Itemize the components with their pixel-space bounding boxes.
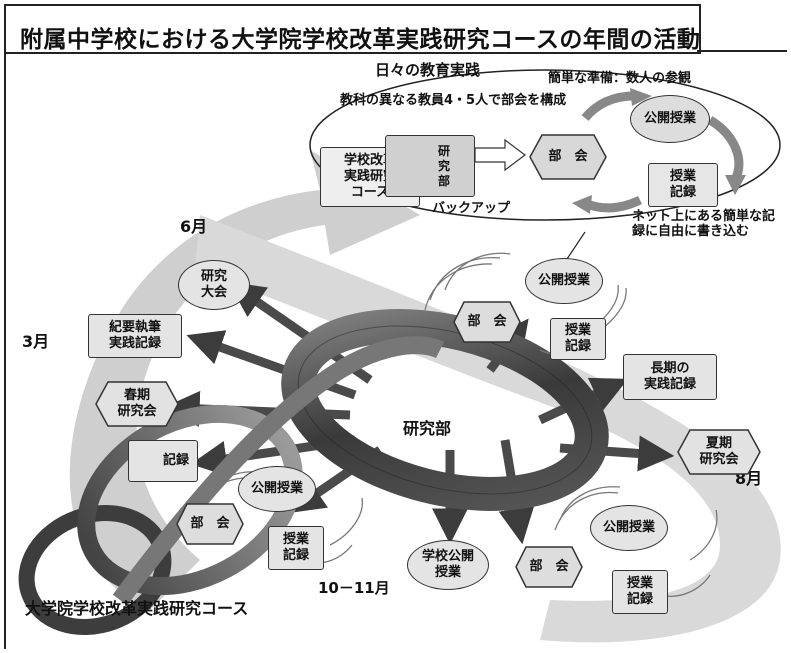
cluster3-bukai-label: 部 会 xyxy=(529,558,569,574)
cluster2-open-class: 公開授業 xyxy=(238,466,316,512)
record-daily: 授業 記録 xyxy=(648,163,718,207)
month-march: 3月 xyxy=(22,332,50,351)
daily-heading: 日々の教育実践 xyxy=(375,61,481,79)
school-open-node: 学校公開 授業 xyxy=(407,540,489,590)
summer-label: 夏期 研究会 xyxy=(699,435,739,467)
course-coil-2 xyxy=(77,404,303,596)
daily-practice-ellipse xyxy=(309,69,781,221)
long-record-node: 長期の 実践記録 xyxy=(623,354,717,400)
bukai-daily: 部 会 xyxy=(528,133,608,181)
committee-note: 教科の異なる教員4・5人で部会を構成 xyxy=(340,93,567,108)
net-note: ネット上にある簡単な記 録に自由に書き込む xyxy=(632,209,776,239)
open-class-daily: 公開授業 xyxy=(630,95,710,143)
bukai-daily-label: 部 会 xyxy=(548,148,588,164)
outer-frame xyxy=(4,50,789,649)
cluster1-open-class: 公開授業 xyxy=(525,258,603,304)
cluster2-bukai: 部 会 xyxy=(175,502,245,546)
conference-node: 研究 大会 xyxy=(178,260,250,310)
cluster3-bukai: 部 会 xyxy=(514,545,584,589)
record-left-node: 記録 xyxy=(128,440,198,482)
cluster3-open-class: 公開授業 xyxy=(590,505,668,551)
title-box: 附属中学校における大学院学校改革実践研究コースの年間の活動 xyxy=(4,4,701,54)
summer-node: 夏期 研究会 xyxy=(676,428,762,476)
backup-label: バックアップ xyxy=(432,201,511,216)
course-label: 大学院学校改革実践研究コース xyxy=(25,599,249,618)
bulletin-node: 紀要執筆 実践記録 xyxy=(88,314,182,358)
course-coil-3 xyxy=(112,336,445,606)
cluster2-bukai-label: 部 会 xyxy=(190,515,230,531)
cluster2-record: 授業 記録 xyxy=(268,526,324,570)
cluster1-record: 授業 記録 xyxy=(550,318,606,360)
page-title: 附属中学校における大学院学校改革実践研究コースの年間の活動 xyxy=(20,27,701,53)
cluster1-bukai-label: 部 会 xyxy=(467,313,507,329)
research-box: 研 究 部 xyxy=(385,135,475,197)
center-label: 研究部 xyxy=(403,419,452,438)
month-june: 6月 xyxy=(180,217,208,236)
title-rule xyxy=(697,50,787,52)
cluster3-record: 授業 記録 xyxy=(612,570,668,614)
cluster1-bukai: 部 会 xyxy=(452,300,522,344)
prep-note: 簡単な準備：数人の参観 xyxy=(548,71,692,86)
spring-label: 春期 研究会 xyxy=(117,387,157,419)
month-oct-nov: 10－11月 xyxy=(318,579,390,597)
spring-node: 春期 研究会 xyxy=(94,380,180,428)
